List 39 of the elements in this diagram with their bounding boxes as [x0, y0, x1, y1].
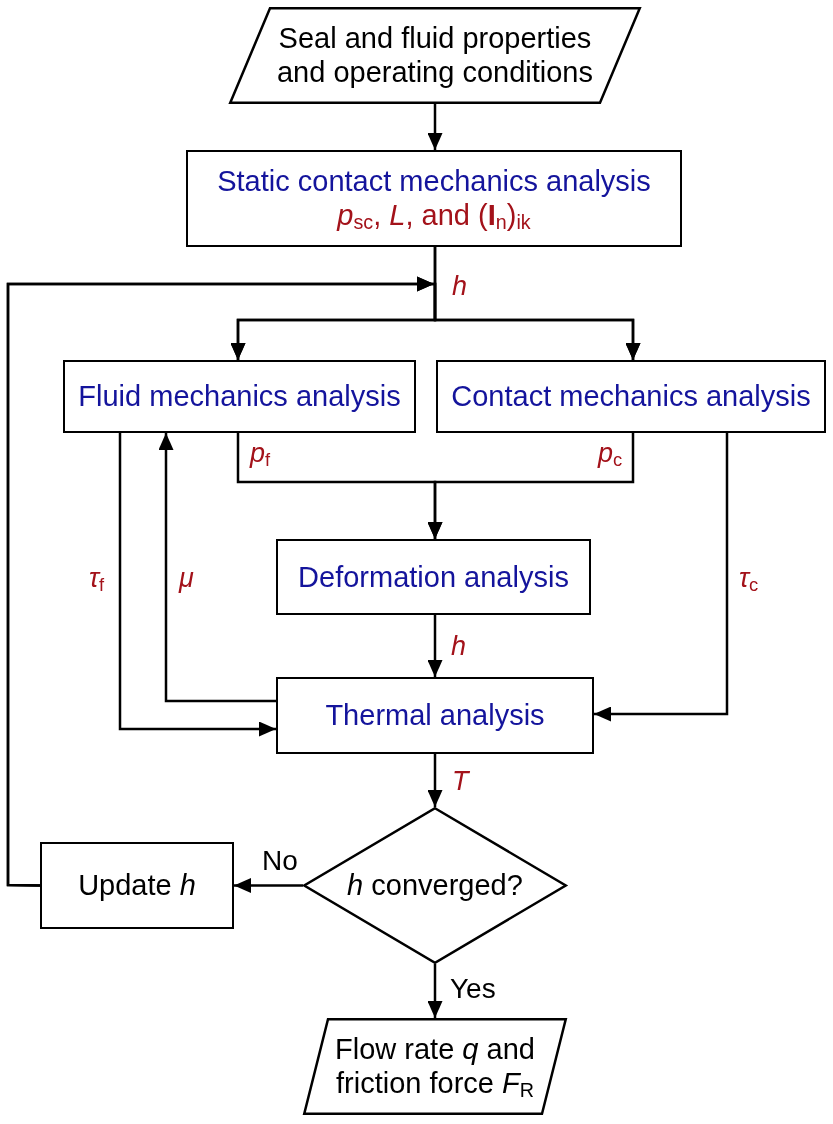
variable-label: τ$_{c}$	[739, 565, 759, 592]
output-text: Flow rate q and friction force F$_{R}$	[334, 1033, 536, 1100]
decision-text: h converged?	[347, 868, 523, 903]
arrow	[118, 433, 276, 737]
step-title: Update h	[78, 868, 196, 903]
arrow	[427, 104, 443, 150]
arrow	[158, 433, 276, 703]
variable-label: μ	[179, 565, 194, 592]
process-box	[276, 539, 591, 615]
decision-diamond	[303, 807, 567, 964]
variable-label: p$_{f}$	[250, 440, 271, 467]
input-text: Seal and fluid properties and operating conditions	[276, 22, 594, 89]
process-box	[276, 677, 594, 754]
arrow	[6, 276, 641, 887]
output-parallelogram	[303, 1018, 567, 1115]
variable-list: p$_{sc}$, L, and (I$_{n}$)$_{ik}$	[337, 198, 531, 233]
step-title: Thermal analysis	[325, 698, 545, 733]
variable-label: p$_{c}$	[598, 440, 623, 467]
input-parallelogram	[229, 7, 641, 104]
arrow	[427, 615, 443, 677]
process-box	[436, 360, 826, 433]
process-box	[63, 360, 416, 433]
edge-label: Yes	[450, 975, 496, 1003]
variable-label: T	[452, 768, 469, 795]
step-title: Contact mechanics analysis	[451, 379, 811, 414]
process-box	[186, 150, 682, 247]
step-title: Deformation analysis	[298, 559, 569, 595]
arrow	[427, 964, 443, 1018]
process-box	[40, 842, 234, 929]
edge-label: No	[262, 847, 298, 875]
variable-label: τ$_{f}$	[89, 565, 105, 592]
variable-label: h	[452, 273, 468, 300]
arrow	[234, 878, 303, 893]
variable-label: h	[451, 633, 467, 660]
arrow	[427, 433, 635, 539]
step-title: Static contact mechanics analysis	[217, 164, 651, 199]
step-title: Fluid mechanics analysis	[78, 379, 401, 414]
arrow	[594, 433, 729, 722]
arrow	[427, 754, 443, 807]
